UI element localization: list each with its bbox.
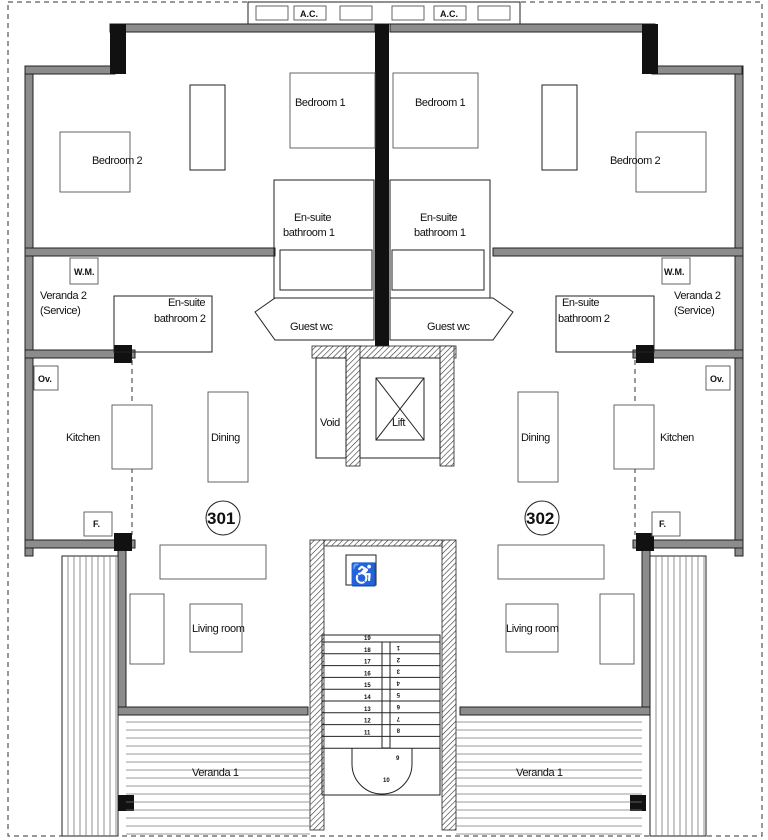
veranda-1-decks [61,555,707,837]
label-dining-301: Dining [211,432,240,444]
stair-number: 6 [396,703,400,709]
label-fridge-302: F. [659,519,666,529]
left-unit-labels: Bedroom 1 Bedroom 2 En-suite bathroom 1 … [38,97,346,779]
label-kitchen-301: Kitchen [66,432,100,444]
ac-label-left: A.C. [300,9,318,19]
void-label: Void [320,417,340,429]
stair-number: 4 [396,679,400,685]
stair-number: 17 [364,660,371,666]
stair-number: 15 [364,683,371,689]
label-oven-302: Ov. [710,374,724,384]
label-ensuite2-301: En-suite [168,297,205,309]
label-living-301: Living room [192,623,245,635]
label-veranda1-302: Veranda 1 [516,767,563,779]
stair-number: 8 [396,727,400,733]
furniture [33,72,731,665]
label-ensuite1-302: En-suite [420,212,457,224]
stair-number: 13 [364,707,371,713]
ac-band: A.C. A.C. [247,1,521,25]
right-unit-labels: Bedroom 1 Bedroom 2 En-suite bathroom 1 … [414,97,724,779]
stair-number: 10 [383,778,390,784]
unit-number-302: 302 [526,509,554,528]
stair-number: 12 [364,719,371,725]
label-bedroom2-302: Bedroom 2 [610,155,660,167]
stair-number: 19 [364,636,371,642]
lift-label: Lift [392,417,405,429]
label-bedroom1-302: Bedroom 1 [415,97,465,109]
label-ensuite1-301: En-suite [294,212,331,224]
label-bedroom2-301: Bedroom 2 [92,155,142,167]
label-oven-301: Ov. [38,374,52,384]
unit-number-301: 301 [207,509,235,528]
stair-number: 9 [396,756,400,762]
stair-number: 5 [396,691,400,697]
stair-number: 2 [396,656,400,662]
label-ensuite2b-302: bathroom 2 [558,313,610,325]
label-veranda2-302: Veranda 2 [674,290,721,302]
label-kitchen-302: Kitchen [660,432,694,444]
site-boundary [7,1,763,837]
stair-number: 18 [364,648,371,654]
label-bedroom1-301: Bedroom 1 [295,97,345,109]
stair-number: 14 [364,695,371,701]
label-service-301: (Service) [40,305,80,317]
label-wm-301: W.M. [74,267,95,277]
stair-number: 3 [396,668,400,674]
label-dining-302: Dining [521,432,550,444]
stair-number: 16 [364,671,371,677]
label-service-302: (Service) [674,305,714,317]
stair-number: 7 [396,715,400,721]
label-guestwc-301: Guest wc [290,321,334,333]
core: ♿ Void Lift [309,345,457,831]
stair-number: 1 [396,644,400,650]
ac-label-right: A.C. [440,9,458,19]
label-ensuite2b-301: bathroom 2 [154,313,206,325]
label-veranda1-301: Veranda 1 [192,767,239,779]
label-fridge-301: F. [93,519,100,529]
wheelchair-icon: ♿ [350,562,377,587]
label-living-302: Living room [506,623,559,635]
label-ensuite1b-302: bathroom 1 [414,227,466,239]
label-veranda2-301: Veranda 2 [40,290,87,302]
stair-number: 11 [364,730,371,736]
label-ensuite2-302: En-suite [562,297,599,309]
label-ensuite1b-301: bathroom 1 [283,227,335,239]
label-wm-302: W.M. [664,267,685,277]
label-guestwc-302: Guest wc [427,321,471,333]
walls [24,23,744,716]
